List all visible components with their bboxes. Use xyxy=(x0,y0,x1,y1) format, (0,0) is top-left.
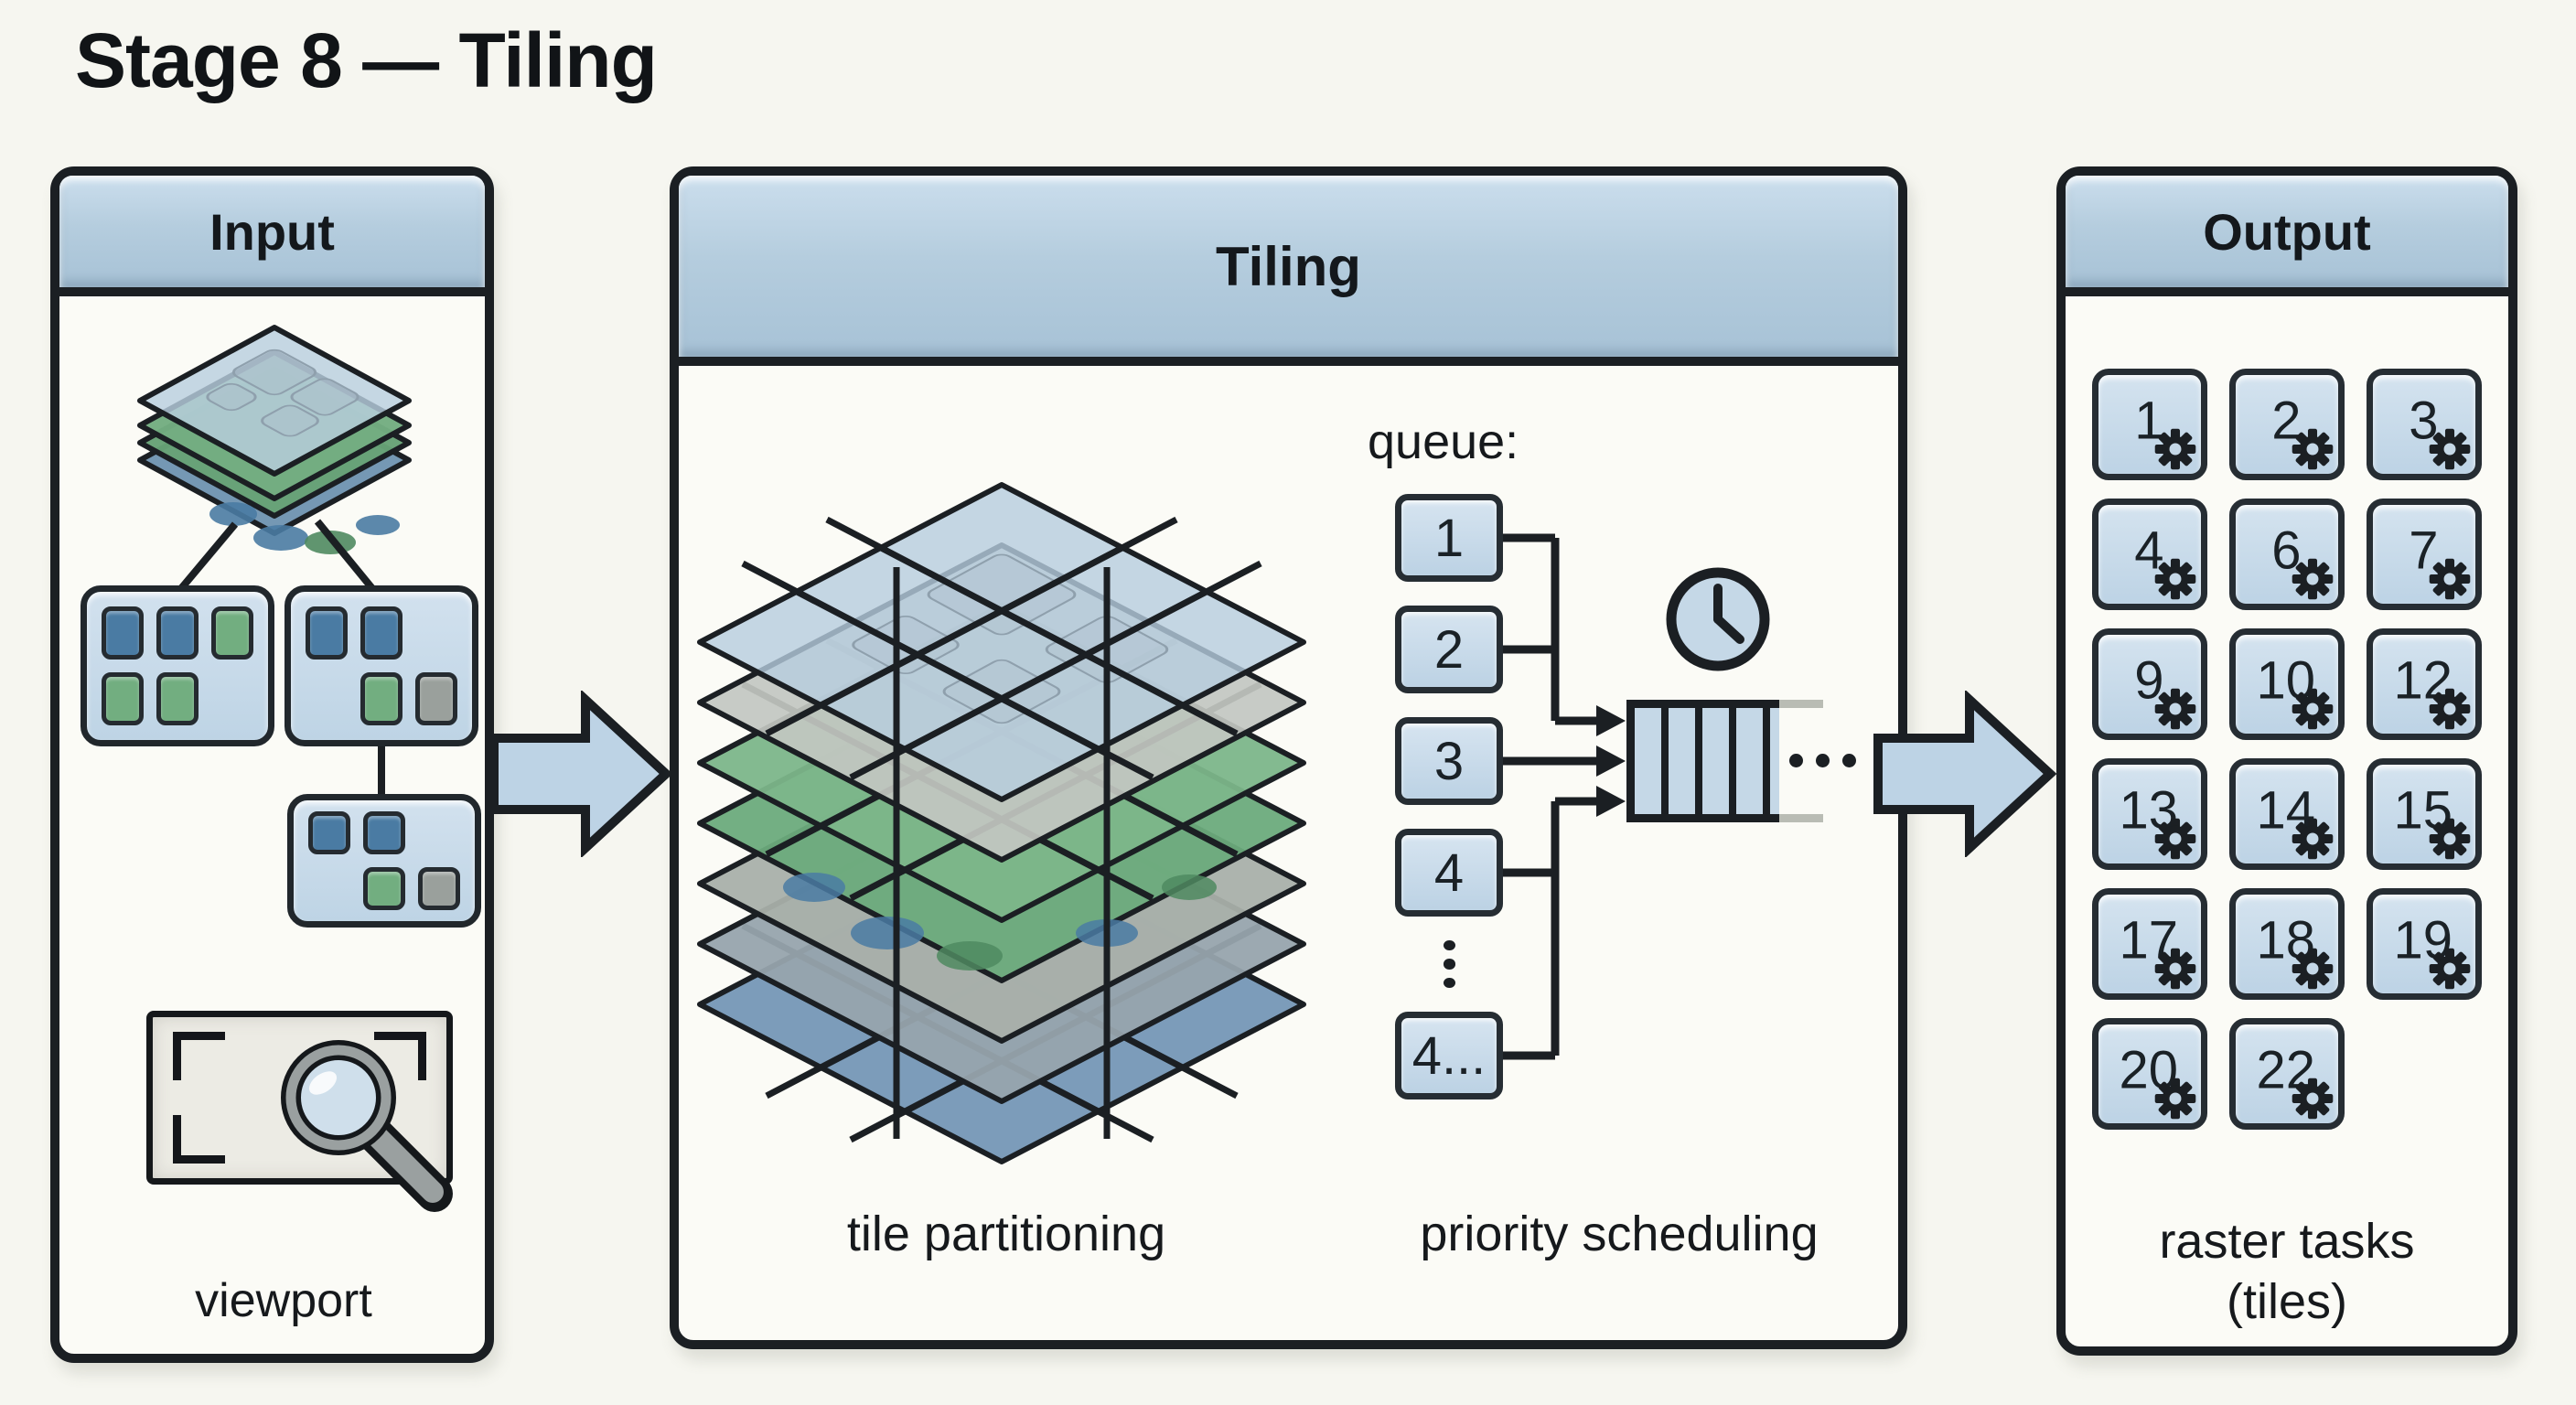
raster-task-tile: 4 xyxy=(2092,499,2207,610)
output-panel-header: Output xyxy=(2066,176,2508,296)
queue-item-box: 2 xyxy=(1395,606,1503,693)
tile-grid-box-b xyxy=(284,585,478,746)
gear-icon xyxy=(2154,1078,2196,1120)
raster-task-tile: 3 xyxy=(2367,369,2482,480)
queue-item-box: 3 xyxy=(1395,717,1503,805)
grid-square-steel xyxy=(102,606,144,660)
tile-number: 4 xyxy=(2134,520,2164,581)
grid-square-steel xyxy=(306,606,348,660)
raster-task-tile: 6 xyxy=(2229,499,2345,610)
grid-square-green xyxy=(363,867,405,910)
queue-item-label: 3 xyxy=(1433,731,1465,791)
gear-icon xyxy=(2154,428,2196,470)
grid-square-green xyxy=(360,672,402,725)
raster-task-tile: 19 xyxy=(2367,888,2482,1000)
raster-tasks-caption-line1: raster tasks xyxy=(2159,1214,2415,1269)
grid-square-green xyxy=(102,672,144,725)
queue-item-box: 4 xyxy=(1395,829,1503,917)
gear-icon xyxy=(2292,688,2334,730)
tile-number: 2 xyxy=(2271,391,2302,451)
tile-number: 1 xyxy=(2134,391,2164,451)
layer-stack-icon xyxy=(137,325,412,794)
grid-square-steel xyxy=(156,606,199,660)
magnifier-icon xyxy=(281,1040,453,1212)
output-panel-title: Output xyxy=(2203,202,2371,261)
raster-task-tile: 9 xyxy=(2092,628,2207,740)
raster-task-tile: 7 xyxy=(2367,499,2482,610)
tile-number: 6 xyxy=(2271,520,2302,581)
gear-icon xyxy=(2429,558,2471,600)
gear-icon xyxy=(2292,818,2334,860)
tile-grid-box-c xyxy=(287,794,481,928)
gear-icon xyxy=(2429,688,2471,730)
gear-icon xyxy=(2292,1078,2334,1120)
scheduler-queue-slots-icon xyxy=(1626,700,1823,822)
gear-icon xyxy=(2429,818,2471,860)
queue-connector-lines xyxy=(1503,533,1626,1060)
gear-icon xyxy=(2429,428,2471,470)
raster-task-tile: 1 xyxy=(2092,369,2207,480)
gear-icon xyxy=(2154,688,2196,730)
grid-square-green xyxy=(211,606,253,660)
page-title: Stage 8 — Tiling xyxy=(75,17,658,103)
queue-item-label: 2 xyxy=(1433,619,1465,680)
grid-square-gray xyxy=(415,672,457,725)
tile-partitioning-label: tile partitioning xyxy=(846,1207,1166,1261)
grid-square-steel xyxy=(360,606,402,660)
raster-task-tile: 14 xyxy=(2229,758,2345,870)
gear-icon xyxy=(2154,558,2196,600)
grid-square-steel xyxy=(363,811,405,854)
queue-item-label: 4 xyxy=(1433,842,1465,903)
gear-icon xyxy=(2292,558,2334,600)
tile-grid-box-a xyxy=(80,585,274,746)
tiling-panel-title: Tiling xyxy=(1216,235,1361,297)
tile-number: 3 xyxy=(2409,391,2439,451)
viewport-label: viewport xyxy=(195,1274,372,1327)
raster-tasks-caption-line2: (tiles) xyxy=(2227,1274,2347,1329)
gear-icon xyxy=(2154,818,2196,860)
priority-queue-column: 1 2 3 4 4... xyxy=(1395,494,1503,1099)
flow-arrow-input-to-tiling xyxy=(489,691,672,857)
queue-item-label: 1 xyxy=(1433,508,1465,568)
raster-task-tile: 17 xyxy=(2092,888,2207,1000)
gear-icon xyxy=(2429,948,2471,990)
raster-task-tile: 20 xyxy=(2092,1018,2207,1130)
queue-item-box: 4... xyxy=(1395,1012,1503,1099)
tile-number: 7 xyxy=(2409,520,2439,581)
queue-label: queue: xyxy=(1368,414,1519,469)
viewport-corner-bracket-icon xyxy=(374,1032,426,1080)
raster-task-tile: 22 xyxy=(2229,1018,2345,1130)
grid-square-gray xyxy=(418,867,460,910)
raster-task-tile: 12 xyxy=(2367,628,2482,740)
flow-arrow-tiling-to-output xyxy=(1873,691,2056,857)
raster-task-tile: 2 xyxy=(2229,369,2345,480)
raster-task-tile: 13 xyxy=(2092,758,2207,870)
grid-square-green xyxy=(156,672,199,725)
viewport-corner-bracket-icon xyxy=(173,1032,225,1080)
queue-item-label: 4... xyxy=(1411,1025,1487,1086)
queue-item-box: 1 xyxy=(1395,494,1503,582)
clock-icon xyxy=(1666,567,1770,671)
tile-number: 9 xyxy=(2134,650,2164,711)
gear-icon xyxy=(2292,948,2334,990)
raster-task-tile-grid: 1 2 3 xyxy=(2092,369,2482,1130)
grid-square-steel xyxy=(308,811,350,854)
raster-task-tile: 15 xyxy=(2367,758,2482,870)
horizontal-ellipsis-icon xyxy=(1789,754,1856,767)
input-panel-title: Input xyxy=(209,202,335,261)
raster-tasks-caption: raster tasks (tiles) xyxy=(2056,1211,2517,1332)
gear-icon xyxy=(2154,948,2196,990)
vertical-ellipsis-icon xyxy=(1443,940,1455,988)
tiling-panel-header: Tiling xyxy=(679,176,1898,366)
input-panel-header: Input xyxy=(59,176,485,296)
raster-task-tile: 18 xyxy=(2229,888,2345,1000)
raster-task-tile: 10 xyxy=(2229,628,2345,740)
priority-scheduling-label: priority scheduling xyxy=(1420,1207,1819,1261)
gear-icon xyxy=(2292,428,2334,470)
viewport-corner-bracket-icon xyxy=(173,1115,225,1164)
tile-partition-stack-icon xyxy=(697,482,1306,1164)
